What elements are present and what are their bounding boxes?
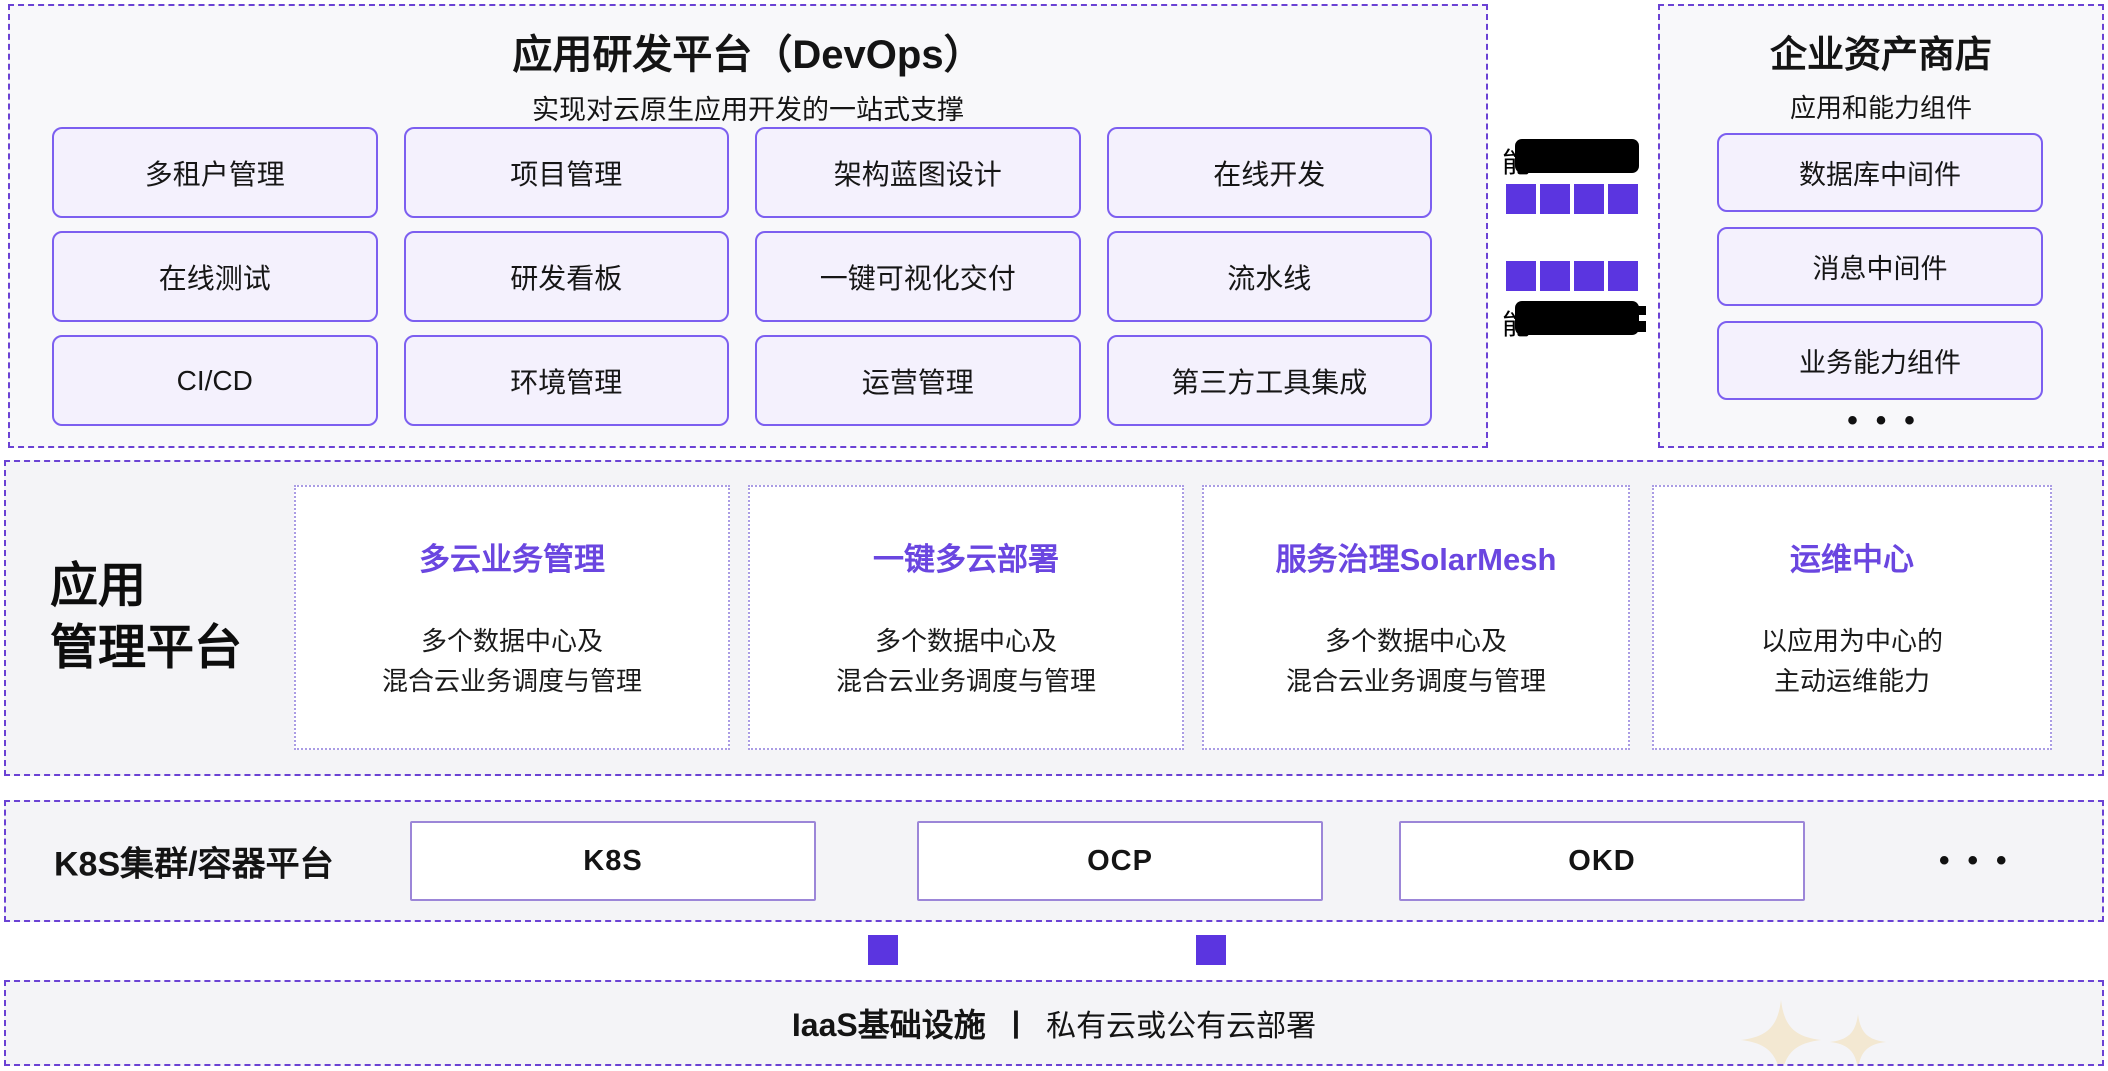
card-desc-line: 多个数据中心及 [874,625,1057,656]
connector-square [1608,261,1638,291]
asset-item-box: 消息中间件 [1717,227,2043,306]
connector-square [1574,261,1604,291]
devops-capability-grid: 多租户管理 项目管理 架构蓝图设计 在线开发 在线测试 研发看板 一键可视化交付… [52,127,1432,426]
devops-capability-box: 在线开发 [1106,127,1432,218]
sparkle-decoration-icon [1830,1014,1886,1064]
mgmt-card-service-governance: 服务治理SolarMesh 多个数据中心及 混合云业务调度与管理 [1202,485,1630,750]
devops-capability-box: 流水线 [1106,231,1432,322]
app-mgmt-label: 应用 管理平台 [50,556,242,681]
asset-store-more-ellipsis: ••• [1847,404,1933,437]
devops-capability-box: 多租户管理 [52,127,378,218]
app-mgmt-label-line1: 应用 [50,559,147,613]
devops-capability-box: 架构蓝图设计 [755,127,1081,218]
card-title: 运维中心 [1790,541,1914,577]
container-box-k8s: K8S [410,821,816,901]
card-desc-line: 混合云业务调度与管理 [835,666,1096,696]
devops-title: 应用研发平台（DevOps） [512,33,984,77]
card-description: 多个数据中心及 混合云业务调度与管理 [836,621,1096,702]
devops-capability-box: 一键可视化交付 [755,231,1081,322]
redaction-bar [1515,139,1639,173]
container-platform-label: K8S集群/容器平台 [54,845,334,884]
card-description: 多个数据中心及 混合云业务调度与管理 [1286,621,1546,702]
iaas-section: IaaS基础设施 | 私有云或公有云部署 [4,980,2104,1066]
card-desc-line: 多个数据中心及 [1324,625,1507,656]
connector-square [1506,184,1536,214]
card-desc-line: 以应用为中心的 [1760,625,1943,656]
container-more-ellipsis: ••• [1939,844,2025,877]
asset-item-box: 业务能力组件 [1717,321,2043,400]
asset-store-list: 数据库中间件 消息中间件 业务能力组件 [1717,133,2043,415]
devops-header: 应用研发平台（DevOps） 实现对云原生应用开发的一站式支撑 [10,6,1486,127]
asset-store-section: 企业资产商店 应用和能力组件 数据库中间件 消息中间件 业务能力组件 ••• [1658,4,2104,448]
card-title: 一键多云部署 [873,541,1059,577]
sparkle-decoration-icon [1741,1000,1821,1064]
card-title: 多云业务管理 [419,541,605,577]
redaction-bar [1515,301,1646,335]
app-mgmt-section: 应用 管理平台 多云业务管理 多个数据中心及 混合云业务调度与管理 一键多云部署… [4,460,2104,776]
redacted-label-top: 能 [1502,139,1640,178]
devops-capability-box: 第三方工具集成 [1106,335,1432,426]
devops-capability-box: 运营管理 [755,335,1081,426]
connector-square [1540,184,1570,214]
container-box-okd: OKD [1399,821,1805,901]
connector-square [1506,261,1536,291]
asset-store-title: 企业资产商店 [1770,34,1992,75]
card-title: 服务治理SolarMesh [1275,541,1557,577]
redacted-label-bottom: 能 [1502,301,1646,340]
devops-capability-box: 环境管理 [403,335,729,426]
card-desc-line: 混合云业务调度与管理 [381,666,642,696]
devops-capability-box: 研发看板 [403,231,729,322]
asset-store-subtitle: 应用和能力组件 [1789,93,1972,123]
iaas-divider: | [1011,1006,1021,1039]
container-platform-section: K8S集群/容器平台 K8S OCP OKD ••• [4,800,2104,922]
mgmt-card-multicloud-business: 多云业务管理 多个数据中心及 混合云业务调度与管理 [294,485,730,750]
asset-store-header: 企业资产商店 应用和能力组件 [1660,6,2102,125]
connector-square-row [1506,184,1638,214]
container-box-ocp: OCP [917,821,1323,901]
mgmt-card-one-click-deploy: 一键多云部署 多个数据中心及 混合云业务调度与管理 [748,485,1184,750]
connector-square [1608,184,1638,214]
connector-square [1540,261,1570,291]
app-mgmt-label-line2: 管理平台 [50,622,243,675]
devops-capability-box: 项目管理 [403,127,729,218]
band-connector-square [868,935,898,965]
iaas-deployment-label: 私有云或公有云部署 [1046,1010,1317,1043]
card-description: 多个数据中心及 混合云业务调度与管理 [382,621,642,702]
iaas-label: IaaS基础设施 [791,1007,986,1043]
asset-item-box: 数据库中间件 [1717,133,2043,212]
connector-square-row [1506,261,1638,291]
devops-platform-section: 应用研发平台（DevOps） 实现对云原生应用开发的一站式支撑 多租户管理 项目… [8,4,1488,448]
devops-subtitle: 实现对云原生应用开发的一站式支撑 [532,95,964,125]
connector-square [1574,184,1604,214]
mgmt-card-ops-center: 运维中心 以应用为中心的 主动运维能力 [1652,485,2052,750]
card-description: 以应用为中心的 主动运维能力 [1761,621,1943,702]
card-desc-line: 主动运维能力 [1773,666,1930,696]
card-desc-line: 多个数据中心及 [420,625,603,656]
devops-capability-box: 在线测试 [52,231,378,322]
devops-capability-box: CI/CD [52,335,378,426]
band-connector-square [1196,935,1226,965]
card-desc-line: 混合云业务调度与管理 [1285,666,1546,696]
